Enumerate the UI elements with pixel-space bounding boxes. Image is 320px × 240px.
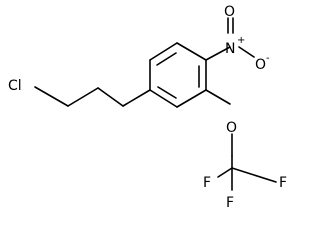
bond-c1-c2 <box>67 87 99 107</box>
bond-c-f-right <box>231 167 277 183</box>
atom-n: N <box>225 41 235 57</box>
bond-c2-c3 <box>97 87 124 107</box>
ring-bond-2 <box>149 42 178 61</box>
atom-n-charge: + <box>237 35 245 46</box>
ring-bond-3 <box>176 42 207 61</box>
atom-o-right: O <box>255 57 266 73</box>
atom-o-right-charge: - <box>266 53 270 64</box>
bond-c-f-left <box>217 167 233 178</box>
ring-inner-bond-3 <box>157 86 177 99</box>
bond-n-o-single <box>238 46 255 58</box>
atom-o-top: O <box>224 4 235 20</box>
molecule-canvas: Cl N + O O - O F F F <box>8 4 287 211</box>
atom-f-bottom: F <box>226 195 234 211</box>
atom-f-right: F <box>279 175 287 191</box>
ring-bond-5 <box>176 89 207 108</box>
atom-f-left: F <box>203 175 211 191</box>
atom-o-ether: O <box>226 120 237 136</box>
bond-ring-o <box>205 89 231 105</box>
chemical-structure: Cl N + O O - O F F F <box>8 4 287 211</box>
ring-inner-bond-1 <box>156 52 177 66</box>
ring-bond-6 <box>149 89 178 108</box>
bond-c3-ring <box>122 89 151 107</box>
bond-ring-n <box>205 46 231 61</box>
atom-cl: Cl <box>8 78 22 94</box>
bond-cl-c1 <box>34 86 69 107</box>
